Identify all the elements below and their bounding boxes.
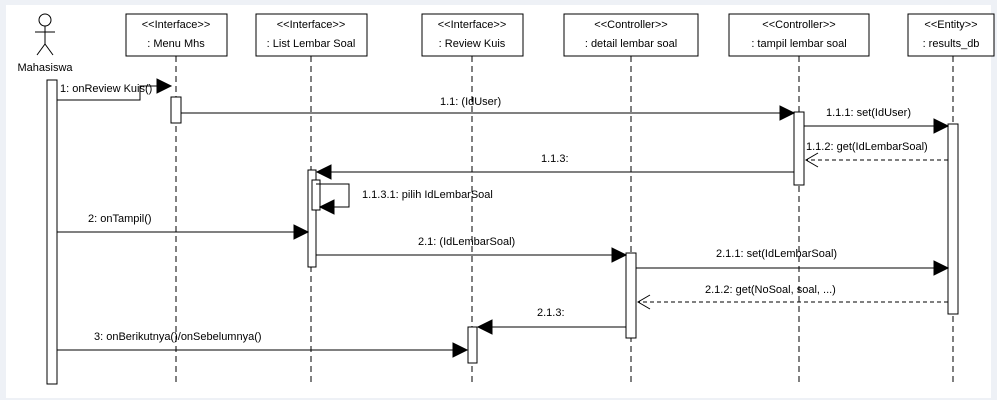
actor-leg-right — [44, 43, 54, 56]
lifeline-header — [255, 13, 368, 57]
activation-bar — [307, 169, 317, 268]
actor-name: Mahasiswa — [17, 62, 73, 74]
lifeline-header — [421, 13, 524, 57]
lifeline-name: : tampil lembar soal — [751, 38, 846, 50]
lifeline-detail-lembar-soal: <<Controller>> : detail lembar soal — [563, 13, 699, 384]
message-1-1-3: 1.1.3: — [315, 153, 794, 180]
message-3: 3: onBerikutnya()/onSebelumnya() — [57, 331, 469, 358]
activation-bar — [625, 252, 637, 339]
actor-mahasiswa: Mahasiswa — [17, 13, 73, 74]
activation-bar-nested — [311, 179, 321, 211]
lifeline-name: : Review Kuis — [439, 38, 506, 50]
lifeline-list-lembar-soal: <<Interface>> : List Lembar Soal — [255, 13, 368, 384]
message-label: 2.1.1: set(IdLembarSoal) — [716, 248, 837, 260]
lifeline-header — [907, 13, 995, 57]
message-label: 1.1.3.1: pilih IdLembarSoal — [362, 189, 493, 201]
lifeline-name: : results_db — [923, 38, 980, 50]
lifeline-name: : Menu Mhs — [147, 38, 205, 50]
activation-bar — [170, 96, 182, 124]
message-1-1: 1.1: (IdUser) — [181, 96, 796, 121]
message-2-1-2: 2.1.2: get(NoSoal, soal, ...) — [637, 284, 948, 310]
message-label: 1.1.3: — [541, 153, 569, 165]
lifeline-stereotype: <<Interface>> — [142, 19, 211, 31]
lifeline-header — [125, 13, 228, 57]
lifeline-stereotype: <<Controller>> — [594, 19, 667, 31]
activation-bar — [793, 111, 805, 186]
message-label: 1.1.2: get(IdLembarSoal) — [806, 141, 928, 153]
message-label: 2.1.3: — [537, 307, 565, 319]
message-label: 1.1: (IdUser) — [440, 96, 501, 108]
message-2-1-1: 2.1.1: set(IdLembarSoal) — [636, 248, 950, 276]
message-label: 1.1.1: set(IdUser) — [826, 107, 911, 119]
message-label: 1: onReview Kuis() — [60, 83, 152, 95]
message-label: 2.1.2: get(NoSoal, soal, ...) — [705, 284, 836, 296]
lifeline-tampil-lembar-soal: <<Controller>> : tampil lembar soal — [728, 13, 870, 384]
message-2: 2: onTampil() — [57, 213, 310, 240]
lifeline-stereotype: <<Entity>> — [924, 19, 977, 31]
message-label: 3: onBerikutnya()/onSebelumnya() — [94, 331, 262, 343]
lifeline-stereotype: <<Interface>> — [438, 19, 507, 31]
actor-leg-left — [36, 43, 46, 56]
message-1-1-1: 1.1.1: set(IdUser) — [804, 107, 950, 134]
activation-bar — [947, 123, 959, 315]
lifeline-name: : detail lembar soal — [585, 38, 677, 50]
message-label: 2: onTampil() — [88, 213, 152, 225]
lifeline-name: : List Lembar Soal — [267, 38, 356, 50]
diagram-canvas — [6, 5, 991, 398]
lifeline-results-db: <<Entity>> : results_db — [907, 13, 995, 384]
activation-bar — [467, 326, 478, 364]
actor-head — [38, 13, 52, 27]
lifeline-review-kuis: <<Interface>> : Review Kuis — [421, 13, 524, 384]
lifeline-stereotype: <<Controller>> — [762, 19, 835, 31]
message-label: 2.1: (IdLembarSoal) — [418, 236, 515, 248]
lifeline-stereotype: <<Interface>> — [277, 19, 346, 31]
message-1: 1: onReview Kuis() — [57, 78, 173, 101]
lifeline-menu-mhs: <<Interface>> : Menu Mhs — [125, 13, 228, 384]
actor-activation — [46, 79, 58, 385]
message-2-1-3: 2.1.3: — [476, 307, 626, 335]
message-1-1-3-1: 1.1.3.1: pilih IdLembarSoal — [316, 183, 493, 215]
message-1-1-2: 1.1.2: get(IdLembarSoal) — [805, 141, 948, 168]
message-2-1: 2.1: (IdLembarSoal) — [316, 236, 628, 263]
